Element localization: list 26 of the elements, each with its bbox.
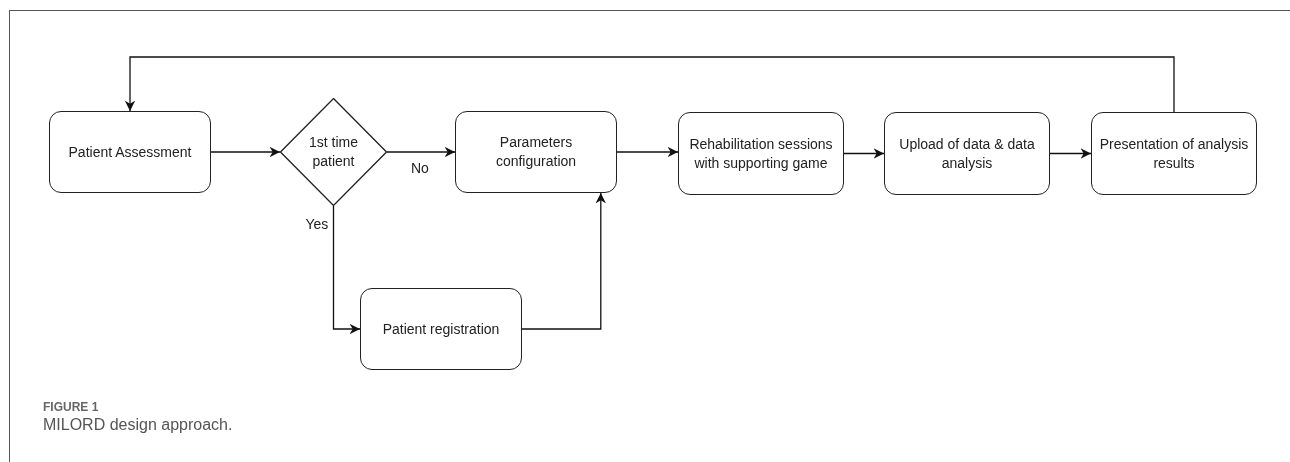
decision-diamond: [280, 98, 387, 206]
arrow: [124, 56, 1175, 113]
process-box: [49, 111, 211, 193]
process-box: [360, 288, 522, 370]
arrow: [386, 146, 456, 158]
process-box: [678, 112, 844, 195]
process-box: [884, 112, 1050, 195]
arrow: [521, 192, 606, 330]
arrow: [843, 148, 885, 159]
node-label: Presentation of analysis results: [1099, 134, 1249, 173]
node-label: Patient Assessment: [68, 142, 192, 162]
node-label: Patient registration: [382, 319, 500, 339]
node-label: Parameters configuration: [494, 133, 578, 171]
arrow: [1049, 148, 1092, 159]
edge-label: No: [409, 160, 431, 176]
arrow: [210, 146, 281, 158]
node-label: 1st time patient: [308, 133, 359, 171]
process-box: [1091, 112, 1257, 195]
node-label: Rehabilitation sessions with supporting game: [688, 134, 834, 173]
arrow: [616, 146, 679, 158]
caption: MILORD design approach.: [43, 416, 233, 434]
node-label: Upload of data & data analysis: [898, 134, 1036, 173]
figure-number: FIGURE 1: [43, 400, 99, 414]
process-box: [455, 111, 617, 193]
edge-label: Yes: [303, 216, 331, 232]
arrow: [332, 205, 361, 335]
